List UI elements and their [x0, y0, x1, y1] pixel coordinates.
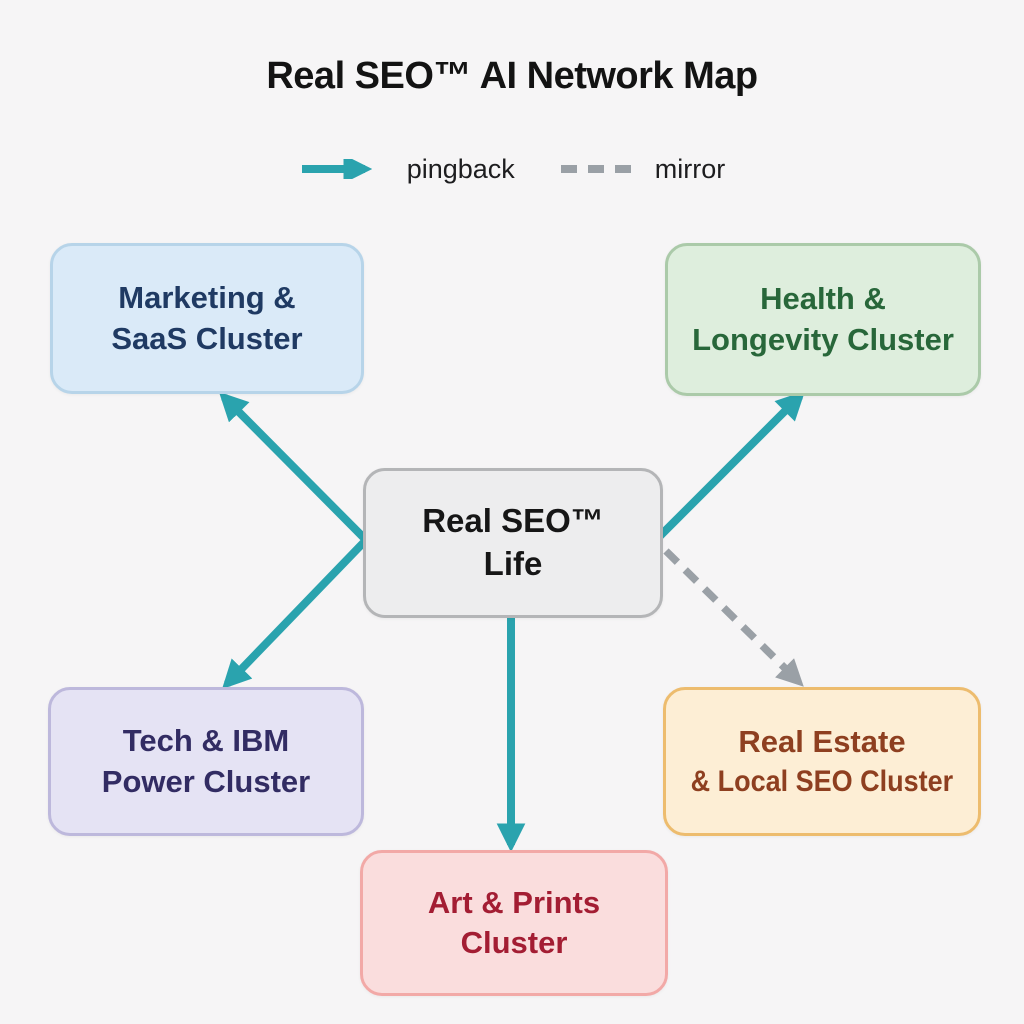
node-real-seo-life: Real SEO™ Life	[363, 468, 663, 618]
node-health-longevity-cluster: Health & Longevity Cluster	[665, 243, 981, 396]
node-label-line: Health &	[760, 281, 886, 317]
node-label-line: Real SEO™	[422, 502, 604, 540]
pingback-arrow-icon	[301, 159, 372, 179]
node-label-line: Cluster	[460, 925, 568, 960]
node-marketing-saas-cluster: Marketing & SaaS Cluster	[50, 243, 364, 394]
node-label-line: Art & Prints	[427, 884, 601, 920]
edge-center-marketing	[218, 391, 369, 543]
edge-center-tech	[221, 537, 369, 690]
node-label-line: Marketing &	[118, 280, 296, 316]
node-art-prints-cluster: Art & Prints Cluster	[360, 850, 668, 996]
legend: pingback mirror	[0, 148, 1024, 190]
node-label-line: Power Cluster	[101, 763, 311, 799]
edge-center-realestate	[663, 548, 804, 687]
node-label-line: Longevity Cluster	[692, 321, 954, 357]
node-label-line: Real Estate	[738, 723, 906, 759]
legend-mirror-label: mirror	[654, 153, 726, 184]
page-title: Real SEO™ AI Network Map	[266, 55, 758, 97]
node-label-line: & Local SEO Cluster	[690, 765, 954, 799]
node-label-line: SaaS Cluster	[111, 320, 303, 356]
node-tech-ibm-power-cluster: Tech & IBM Power Cluster	[48, 687, 364, 836]
node-real-estate-local-seo-cluster: Real Estate & Local SEO Cluster	[663, 687, 981, 836]
legend-pingback-label: pingback	[406, 153, 515, 184]
mirror-dash-icon	[560, 165, 637, 173]
node-label-line: Tech & IBM	[122, 723, 290, 759]
edge-center-health	[655, 390, 806, 541]
node-label-line: Life	[483, 545, 543, 582]
